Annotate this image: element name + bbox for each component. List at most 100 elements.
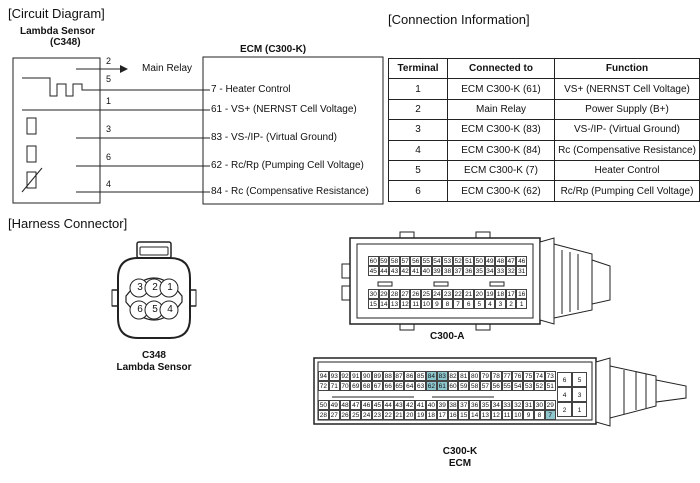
c300a-pin: 34 xyxy=(484,266,496,276)
c300a-pin: 55 xyxy=(421,256,432,266)
c300k-pin: 93 xyxy=(328,371,340,381)
c300k-pin: 14 xyxy=(469,410,480,420)
c300k-pin: 17 xyxy=(436,410,448,420)
c300k-pin: 24 xyxy=(361,410,372,420)
c300k-pin: 71 xyxy=(328,381,340,391)
c300k-pin: 91 xyxy=(350,371,362,381)
sensor-title-line1: Lambda Sensor xyxy=(20,26,96,37)
c300k-pin: 41 xyxy=(415,400,426,410)
c300a-pin: 53 xyxy=(442,256,453,266)
c300a-pin: 52 xyxy=(452,256,464,266)
c300k-pin: 11 xyxy=(501,410,513,420)
table-cell: Power Supply (B+) xyxy=(554,98,700,121)
c300k-pin: 74 xyxy=(534,371,545,381)
c300k-pin: 53 xyxy=(523,381,534,391)
c300a-pin: 3 xyxy=(495,299,506,309)
pin3-cell xyxy=(26,117,37,135)
c300k-pin: 31 xyxy=(523,400,534,410)
c348-pin-4-label: 4 xyxy=(167,304,173,315)
harness-connector-title: [Harness Connector] xyxy=(8,216,128,231)
c300k-label: C300-K xyxy=(442,446,478,457)
c300k-pin: 7 xyxy=(544,410,556,420)
pin-2: 2 xyxy=(106,56,112,66)
c300a-pin: 1 xyxy=(516,299,527,309)
circuit-diagram xyxy=(12,56,384,205)
c300a-pin: 54 xyxy=(431,256,443,266)
c300a-pin: 42 xyxy=(399,266,411,276)
c300k-pin: 45 xyxy=(372,400,383,410)
c300k-pin: 16 xyxy=(447,410,459,420)
c300k-pin: 12 xyxy=(490,410,502,420)
c300k-side-pin: 1 xyxy=(572,402,587,417)
table-cell: 5 xyxy=(388,159,448,182)
c300k-pin: 47 xyxy=(350,400,362,410)
c300k-pin: 87 xyxy=(393,371,405,381)
pin-4: 4 xyxy=(106,179,112,189)
ecm-label-7: 7 - Heater Control xyxy=(211,84,291,95)
c300a-pin: 37 xyxy=(452,266,464,276)
pin4-resistor xyxy=(26,171,37,189)
c300a-pin: 45 xyxy=(368,266,379,276)
c300k-pin: 49 xyxy=(328,400,340,410)
table-cell: ECM C300-K (83) xyxy=(447,119,555,141)
c300k-pin: 37 xyxy=(458,400,470,410)
c300k-pin: 29 xyxy=(544,400,556,410)
c300a-pin: 15 xyxy=(368,299,379,309)
c300k-pin: 27 xyxy=(328,410,340,420)
c300a-pin: 13 xyxy=(389,299,400,309)
c300a-pin: 11 xyxy=(410,299,421,309)
c300k-pin: 82 xyxy=(447,371,459,381)
c300a-pin: 29 xyxy=(378,289,390,299)
table-cell: ECM C300-K (62) xyxy=(447,180,555,202)
c300k-side-pin: 3 xyxy=(572,387,587,402)
c348-connector xyxy=(111,241,197,339)
c300a-pin: 32 xyxy=(505,266,517,276)
c300k-pin: 32 xyxy=(512,400,524,410)
c300k-pin: 78 xyxy=(490,371,502,381)
c300a-pin: 31 xyxy=(516,266,527,276)
c300k-pin: 89 xyxy=(372,371,383,381)
pin6-cell xyxy=(26,145,37,163)
heater-element xyxy=(22,77,210,97)
c300a-pin: 56 xyxy=(410,256,421,266)
c300k-pin: 51 xyxy=(544,381,556,391)
c300k-pin: 86 xyxy=(404,371,416,381)
c300a-pin: 23 xyxy=(442,289,453,299)
c300k-side-pin: 2 xyxy=(557,402,572,417)
c300k-pin: 46 xyxy=(361,400,372,410)
c300k-pin: 63 xyxy=(415,381,426,391)
c300k-pin: 62 xyxy=(426,381,437,391)
c300k-pin: 80 xyxy=(469,371,480,381)
header-function: Function xyxy=(554,57,700,80)
c300a-pin: 27 xyxy=(399,289,411,299)
c300k-pin: 94 xyxy=(318,371,329,381)
c300k-pin: 65 xyxy=(393,381,405,391)
c300a-pin: 47 xyxy=(505,256,517,266)
c300a-pin: 33 xyxy=(495,266,506,276)
c300k-pin: 88 xyxy=(382,371,394,381)
pin-1: 1 xyxy=(106,96,112,106)
table-cell: ECM C300-K (7) xyxy=(447,159,555,182)
c300a-pin: 36 xyxy=(463,266,474,276)
c300a-pin: 48 xyxy=(495,256,506,266)
table-cell: Heater Control xyxy=(554,159,700,182)
c300a-pin: 58 xyxy=(389,256,400,266)
c300k-pin: 55 xyxy=(501,381,513,391)
c300k-pin: 83 xyxy=(436,371,448,381)
c300k-pin: 19 xyxy=(415,410,426,420)
c300k-pin: 18 xyxy=(426,410,437,420)
c300a-pin: 8 xyxy=(442,299,453,309)
c348-label: C348 xyxy=(142,350,166,361)
c300k-pin: 59 xyxy=(458,381,470,391)
c300a-pin: 39 xyxy=(431,266,443,276)
c300a-pin: 46 xyxy=(516,256,527,266)
c300k-pin: 22 xyxy=(382,410,394,420)
c300a-pin: 16 xyxy=(516,289,527,299)
c300a-pin: 38 xyxy=(442,266,453,276)
c300a-pin: 28 xyxy=(389,289,400,299)
c300k-pin: 68 xyxy=(361,381,372,391)
table-cell: ECM C300-K (61) xyxy=(447,78,555,100)
